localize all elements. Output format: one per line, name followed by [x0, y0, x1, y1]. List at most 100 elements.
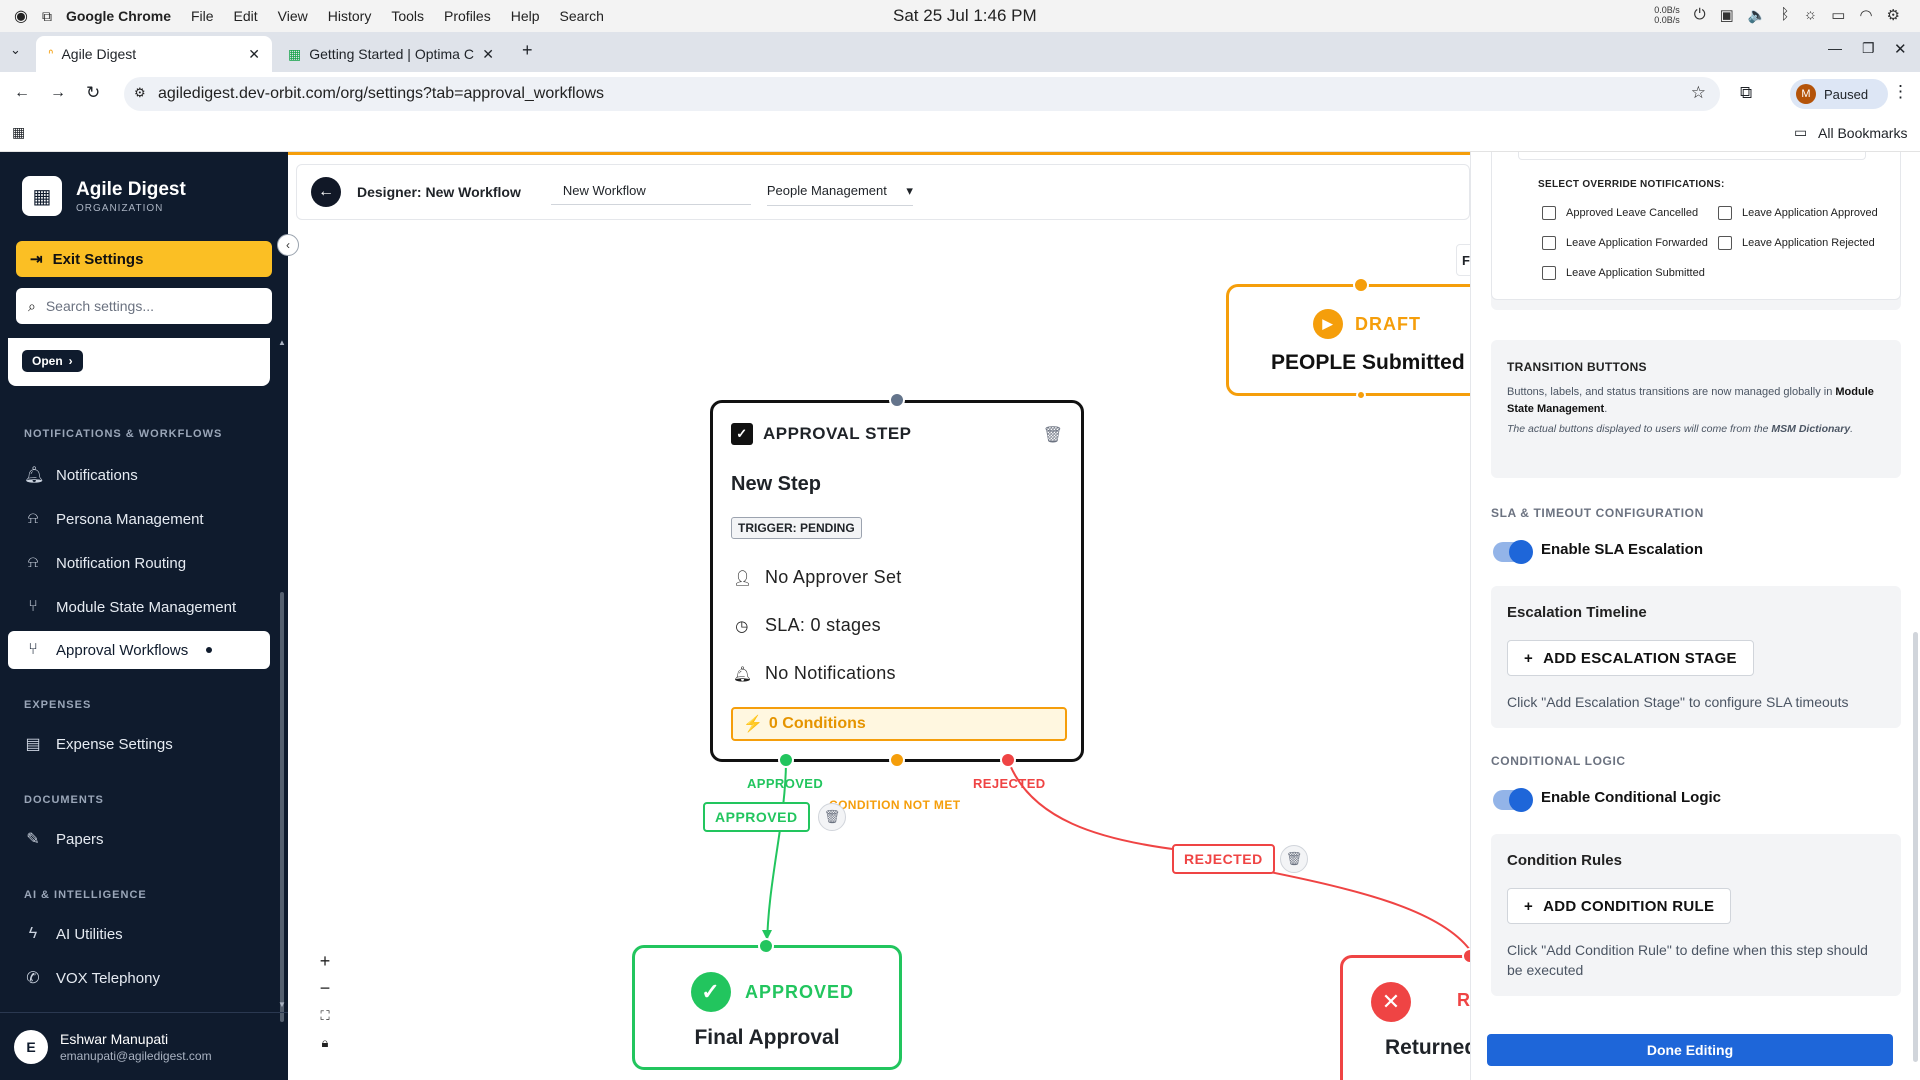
close-window-icon[interactable]: ✕ [1894, 41, 1907, 58]
sidebar-item-notification-routing[interactable]: ⍾ Notification Routing [8, 544, 270, 582]
module-select[interactable]: People Management ▾ [766, 179, 913, 206]
menu-file[interactable]: File [190, 8, 214, 24]
open-button[interactable]: Open › [22, 350, 83, 372]
tab-agile-digest[interactable]: ᐢ Agile Digest ✕ [36, 36, 272, 72]
exit-settings-button[interactable]: ⇥ Exit Settings [16, 241, 272, 277]
final-input-port[interactable] [758, 938, 774, 954]
restore-icon[interactable]: ❐ [1862, 40, 1875, 56]
checkbox-leave-application-rejected[interactable]: Leave Application Rejected [1718, 236, 1875, 250]
bookmark-star-icon[interactable]: ☆ [1690, 83, 1706, 102]
done-editing-button[interactable]: Done Editing [1487, 1034, 1893, 1066]
checkbox[interactable] [1542, 236, 1556, 250]
tab-list-icon[interactable]: ⌄ [10, 42, 21, 57]
settings-search-input[interactable]: ⌕ Search settings... [16, 288, 272, 324]
volume-icon[interactable]: 🔈 [1747, 7, 1767, 24]
window-switch-icon[interactable]: ⧉ [41, 7, 52, 24]
checkbox-leave-application-submitted[interactable]: Leave Application Submitted [1542, 266, 1705, 280]
os-logo-icon[interactable]: ◉ [14, 8, 28, 25]
system-clock[interactable]: Sat 25 Jul 1:46 PM [893, 6, 1037, 25]
add-condition-rule-button[interactable]: + ADD CONDITION RULE [1507, 888, 1732, 924]
condition-port[interactable] [889, 752, 905, 768]
rejected-edge-pill[interactable]: REJECTED [1172, 844, 1275, 874]
profile-chip[interactable]: M Paused [1790, 79, 1888, 109]
approval-step-node[interactable]: ✓ APPROVAL STEP 🗑︎ New Step TRIGGER: PEN… [710, 400, 1084, 762]
extensions-icon[interactable]: ⧉ [1740, 83, 1753, 102]
bluetooth-icon[interactable]: ᛒ [1780, 6, 1790, 23]
menu-view[interactable]: View [277, 8, 308, 24]
sidebar-item-approval-workflows[interactable]: ⑂ Approval Workflows [8, 631, 270, 669]
menu-profiles[interactable]: Profiles [444, 8, 491, 24]
conditions-badge[interactable]: ⚡ 0 Conditions [731, 707, 1067, 741]
returned-node[interactable]: ✕ R Returned [1340, 955, 1477, 1080]
workflow-name-input[interactable]: New Workflow [550, 179, 751, 205]
back-button[interactable]: ← [311, 177, 341, 207]
sidebar-scrollbar[interactable] [280, 592, 284, 1022]
sidebar-item-module-state-management[interactable]: ⑂ Module State Management [8, 588, 270, 626]
final-approval-node[interactable]: ✓ APPROVED Final Approval [632, 945, 902, 1070]
lock-icon[interactable]: 🔒︎ [321, 1034, 329, 1050]
close-tab-icon[interactable]: ✕ [248, 45, 260, 62]
sidebar-item-papers[interactable]: ✎ Papers [8, 820, 270, 858]
scroll-down-icon[interactable]: ▼ [278, 1000, 286, 1009]
checkbox-approved-leave-cancelled[interactable]: Approved Leave Cancelled [1542, 206, 1698, 220]
menu-search[interactable]: Search [559, 8, 604, 24]
draft-output-port[interactable] [1356, 390, 1366, 400]
clipboard-icon[interactable]: ▣ [1719, 7, 1734, 24]
apps-grid-icon[interactable]: ▦ [12, 124, 26, 140]
approved-port[interactable] [778, 752, 794, 768]
menu-edit[interactable]: Edit [233, 8, 258, 24]
draft-input-port[interactable] [1353, 277, 1369, 293]
more-menu-icon[interactable]: ⋮ [1892, 82, 1909, 101]
power-icon[interactable]: ⏻ [1693, 6, 1706, 23]
approved-edge-pill[interactable]: APPROVED [703, 802, 810, 832]
minimize-icon[interactable]: — [1828, 40, 1842, 56]
user-footer[interactable]: E Eshwar Manupati emanupati@agiledigest.… [0, 1012, 288, 1080]
app-name[interactable]: Google Chrome [65, 8, 171, 24]
close-tab-icon[interactable]: ✕ [482, 45, 494, 62]
forward-icon[interactable]: → [50, 84, 66, 101]
menu-tools[interactable]: Tools [391, 8, 425, 24]
collapse-sidebar-button[interactable]: ‹ [277, 234, 299, 256]
sidebar-item-persona-management[interactable]: ⍾ Persona Management [8, 500, 270, 538]
sidebar-item-ai-utilities[interactable]: ϟ AI Utilities [8, 915, 270, 953]
trash-icon[interactable]: 🗑︎ [1042, 427, 1063, 444]
zoom-out-icon[interactable]: − [319, 978, 331, 998]
panel-scrollbar[interactable] [1913, 632, 1918, 1062]
escalation-timeline-card: Escalation Timeline + ADD ESCALATION STA… [1491, 586, 1901, 728]
site-info-icon[interactable]: ⚙ [134, 85, 146, 100]
sidebar-item-notifications[interactable]: 🔔︎ Notifications [8, 456, 270, 494]
delete-rejected-edge-icon[interactable]: 🗑︎ [1280, 845, 1308, 873]
all-bookmarks[interactable]: All Bookmarks [1818, 125, 1908, 141]
checkbox-leave-application-forwarded[interactable]: Leave Application Forwarded [1542, 236, 1708, 250]
display-icon[interactable]: ▭ [1831, 7, 1846, 24]
checkbox[interactable] [1718, 206, 1732, 220]
rejected-port[interactable] [1000, 752, 1016, 768]
reload-icon[interactable]: ↻ [86, 83, 101, 102]
tab-getting-started[interactable]: ▦ Getting Started | Optima C ✕ [276, 36, 506, 72]
sidebar-item-expense-settings[interactable]: ▤ Expense Settings [8, 725, 270, 763]
checkbox[interactable] [1718, 236, 1732, 250]
scroll-up-icon[interactable]: ▲ [278, 338, 286, 347]
sla-toggle[interactable] [1493, 540, 1533, 564]
msm-link[interactable]: Module State Management [1507, 386, 1874, 415]
checkbox-leave-application-approved[interactable]: Leave Application Approved [1718, 206, 1878, 220]
delete-approved-edge-icon[interactable]: 🗑︎ [818, 803, 846, 831]
menu-help[interactable]: Help [510, 8, 540, 24]
fit-view-icon[interactable]: ⛶ [320, 1007, 330, 1023]
add-escalation-stage-button[interactable]: + ADD ESCALATION STAGE [1507, 640, 1754, 676]
wifi-icon[interactable]: ◠ [1859, 7, 1873, 24]
zoom-in-icon[interactable]: + [319, 951, 331, 971]
sidebar-item-vox-telephony[interactable]: ✆ VOX Telephony [8, 959, 270, 997]
brightness-icon[interactable]: ☼ [1803, 6, 1818, 23]
checkbox[interactable] [1542, 266, 1556, 280]
org-header: ▦ Agile Digest ORGANIZATION [22, 176, 186, 216]
conditional-toggle[interactable] [1493, 788, 1533, 812]
new-tab-icon[interactable]: + [522, 40, 533, 60]
checkbox[interactable] [1542, 206, 1556, 220]
draft-node[interactable]: ▶ DRAFT PEOPLE Submitted [1226, 284, 1486, 396]
menu-history[interactable]: History [327, 8, 372, 24]
back-icon[interactable]: ← [14, 84, 30, 101]
settings-icon[interactable]: ⚙ [1886, 7, 1900, 24]
input-port[interactable] [889, 392, 905, 408]
url-input[interactable]: ⚙ agiledigest.dev-orbit.com/org/settings… [124, 77, 1720, 111]
